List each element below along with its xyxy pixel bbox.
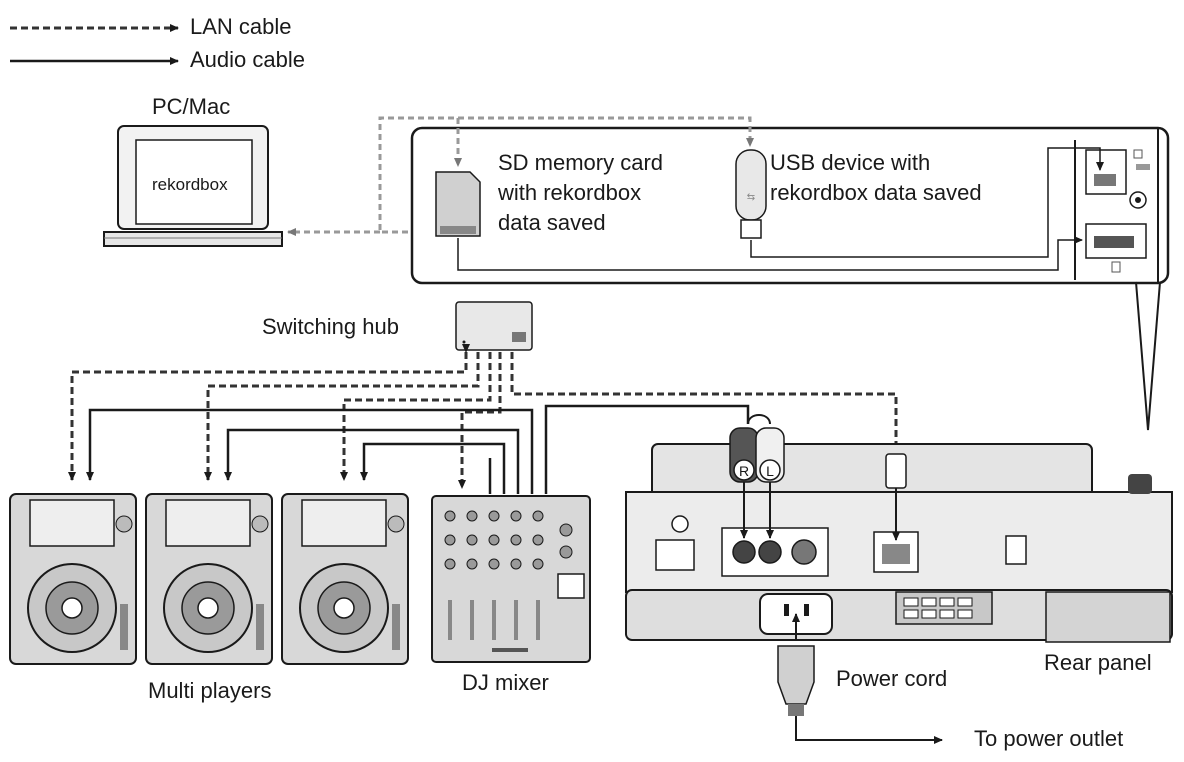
legend-audio-label: Audio cable <box>190 47 305 72</box>
switching-hub-icon <box>455 301 533 351</box>
sd-slot-icon <box>1085 223 1147 273</box>
multi-player-1 <box>9 493 137 665</box>
multi-player-2 <box>145 493 273 665</box>
sd-card-icon <box>435 171 481 237</box>
usb-device-icon: ⇆ <box>735 149 767 239</box>
pc-screen-text: rekordbox <box>152 175 228 194</box>
pc-title: PC/Mac <box>152 94 231 119</box>
usb-to-slot-line <box>750 147 1104 258</box>
audio-cables <box>86 404 750 494</box>
lan-cables <box>68 344 900 489</box>
rca-plug-l <box>755 427 785 539</box>
rear-panel-label: Rear panel <box>1044 650 1152 675</box>
svg-text:⇆: ⇆ <box>747 192 755 203</box>
rear-panel-unit <box>625 443 1173 643</box>
zoom-callout <box>1135 281 1161 431</box>
legend-lan-label: LAN cable <box>190 14 292 39</box>
legend <box>10 24 179 65</box>
rca-label-r: R <box>739 463 749 479</box>
lan-plug-icon <box>885 453 907 541</box>
pc-laptop-icon <box>103 125 283 247</box>
multi-players-label: Multi players <box>148 678 272 703</box>
multi-player-3 <box>281 493 409 665</box>
power-cord-icon <box>777 613 943 744</box>
power-cord-label: Power cord <box>836 666 948 691</box>
sd-card-label: SD memory card with rekordbox data saved <box>498 150 664 235</box>
power-outlet-label: To power outlet <box>974 726 1124 751</box>
sd-to-slot-line <box>457 236 1083 271</box>
rca-plug-r <box>729 427 759 539</box>
usb-slot-icon <box>1085 149 1150 209</box>
dj-mixer-icon <box>431 495 591 663</box>
rca-label-l: L <box>766 463 774 479</box>
switching-hub-label: Switching hub <box>262 314 399 339</box>
top-unit-panel <box>410 126 1170 285</box>
pc-lan-line <box>378 116 754 234</box>
dj-mixer-label: DJ mixer <box>462 670 549 695</box>
audio-loop-to-mixer <box>747 414 771 425</box>
usb-device-label: USB device with rekordbox data saved <box>770 150 982 205</box>
